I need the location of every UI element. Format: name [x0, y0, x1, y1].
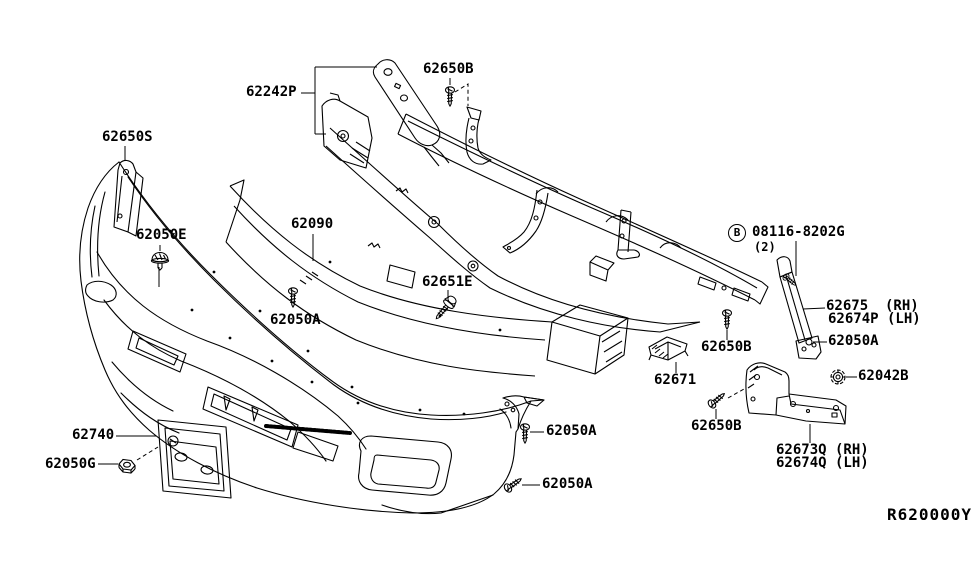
screw-62650b-low-icon	[706, 389, 728, 411]
bolt-callout-circle-b: B	[728, 224, 746, 242]
stay-62675-drawing	[776, 256, 822, 360]
part-label-62650b-top: 62650B	[423, 61, 474, 77]
bracket-62673q-drawing	[745, 362, 847, 425]
screw-62650b-mid-icon	[721, 309, 733, 330]
part-label-62090: 62090	[291, 216, 334, 232]
reinforcement-62242p-drawing	[321, 59, 769, 333]
bolt-callout-quantity: (2)	[754, 240, 776, 254]
part-label-62673q-rh: 62673Q (RH)	[776, 442, 869, 458]
part-label-62050g: 62050G	[45, 456, 96, 472]
leader-lines	[98, 66, 857, 486]
part-label-62050a-right: 62050A	[828, 333, 879, 349]
screw-62050a-mid-icon	[287, 287, 299, 308]
part-label-62740: 62740	[72, 427, 115, 443]
part-label-62650b-low: 62650B	[691, 418, 742, 434]
bumper-fascia-drawing	[79, 161, 545, 515]
part-label-62674p-lh: 62674P (LH)	[828, 311, 921, 327]
nut-62042b-icon	[830, 369, 846, 385]
bolt-callout-part-number: 08116-8202G	[752, 224, 845, 240]
part-label-62651e: 62651E	[422, 274, 473, 290]
screw-62650b-top-icon	[444, 86, 456, 107]
part-label-62050e: 62050E	[136, 227, 187, 243]
screw-62050a-b1-icon	[519, 423, 531, 444]
part-label-62671: 62671	[654, 372, 697, 388]
part-label-62050a-mid: 62050A	[270, 312, 321, 328]
clip-62050e-icon	[150, 251, 170, 271]
part-label-62674q-lh: 62674Q (LH)	[776, 455, 869, 471]
bracket-62650s-drawing	[113, 159, 144, 237]
absorber-62090-drawing	[225, 179, 629, 377]
license-bracket-62740-drawing	[157, 419, 232, 499]
part-label-62242p: 62242P	[246, 84, 297, 100]
part-label-62675-rh: 62675 (RH)	[826, 298, 919, 314]
part-label-62650b-mid: 62650B	[701, 339, 752, 355]
part-label-62050a-b2: 62050A	[542, 476, 593, 492]
screw-62050a-b2-icon	[502, 474, 525, 495]
nut-62050g-icon	[118, 458, 136, 474]
part-label-62650s: 62650S	[102, 129, 153, 145]
bracket-62671-drawing	[648, 336, 689, 361]
diagram-ref-code: R620000Y	[887, 505, 973, 524]
part-label-62050a-b1: 62050A	[546, 423, 597, 439]
part-label-62042b: 62042B	[858, 368, 909, 384]
